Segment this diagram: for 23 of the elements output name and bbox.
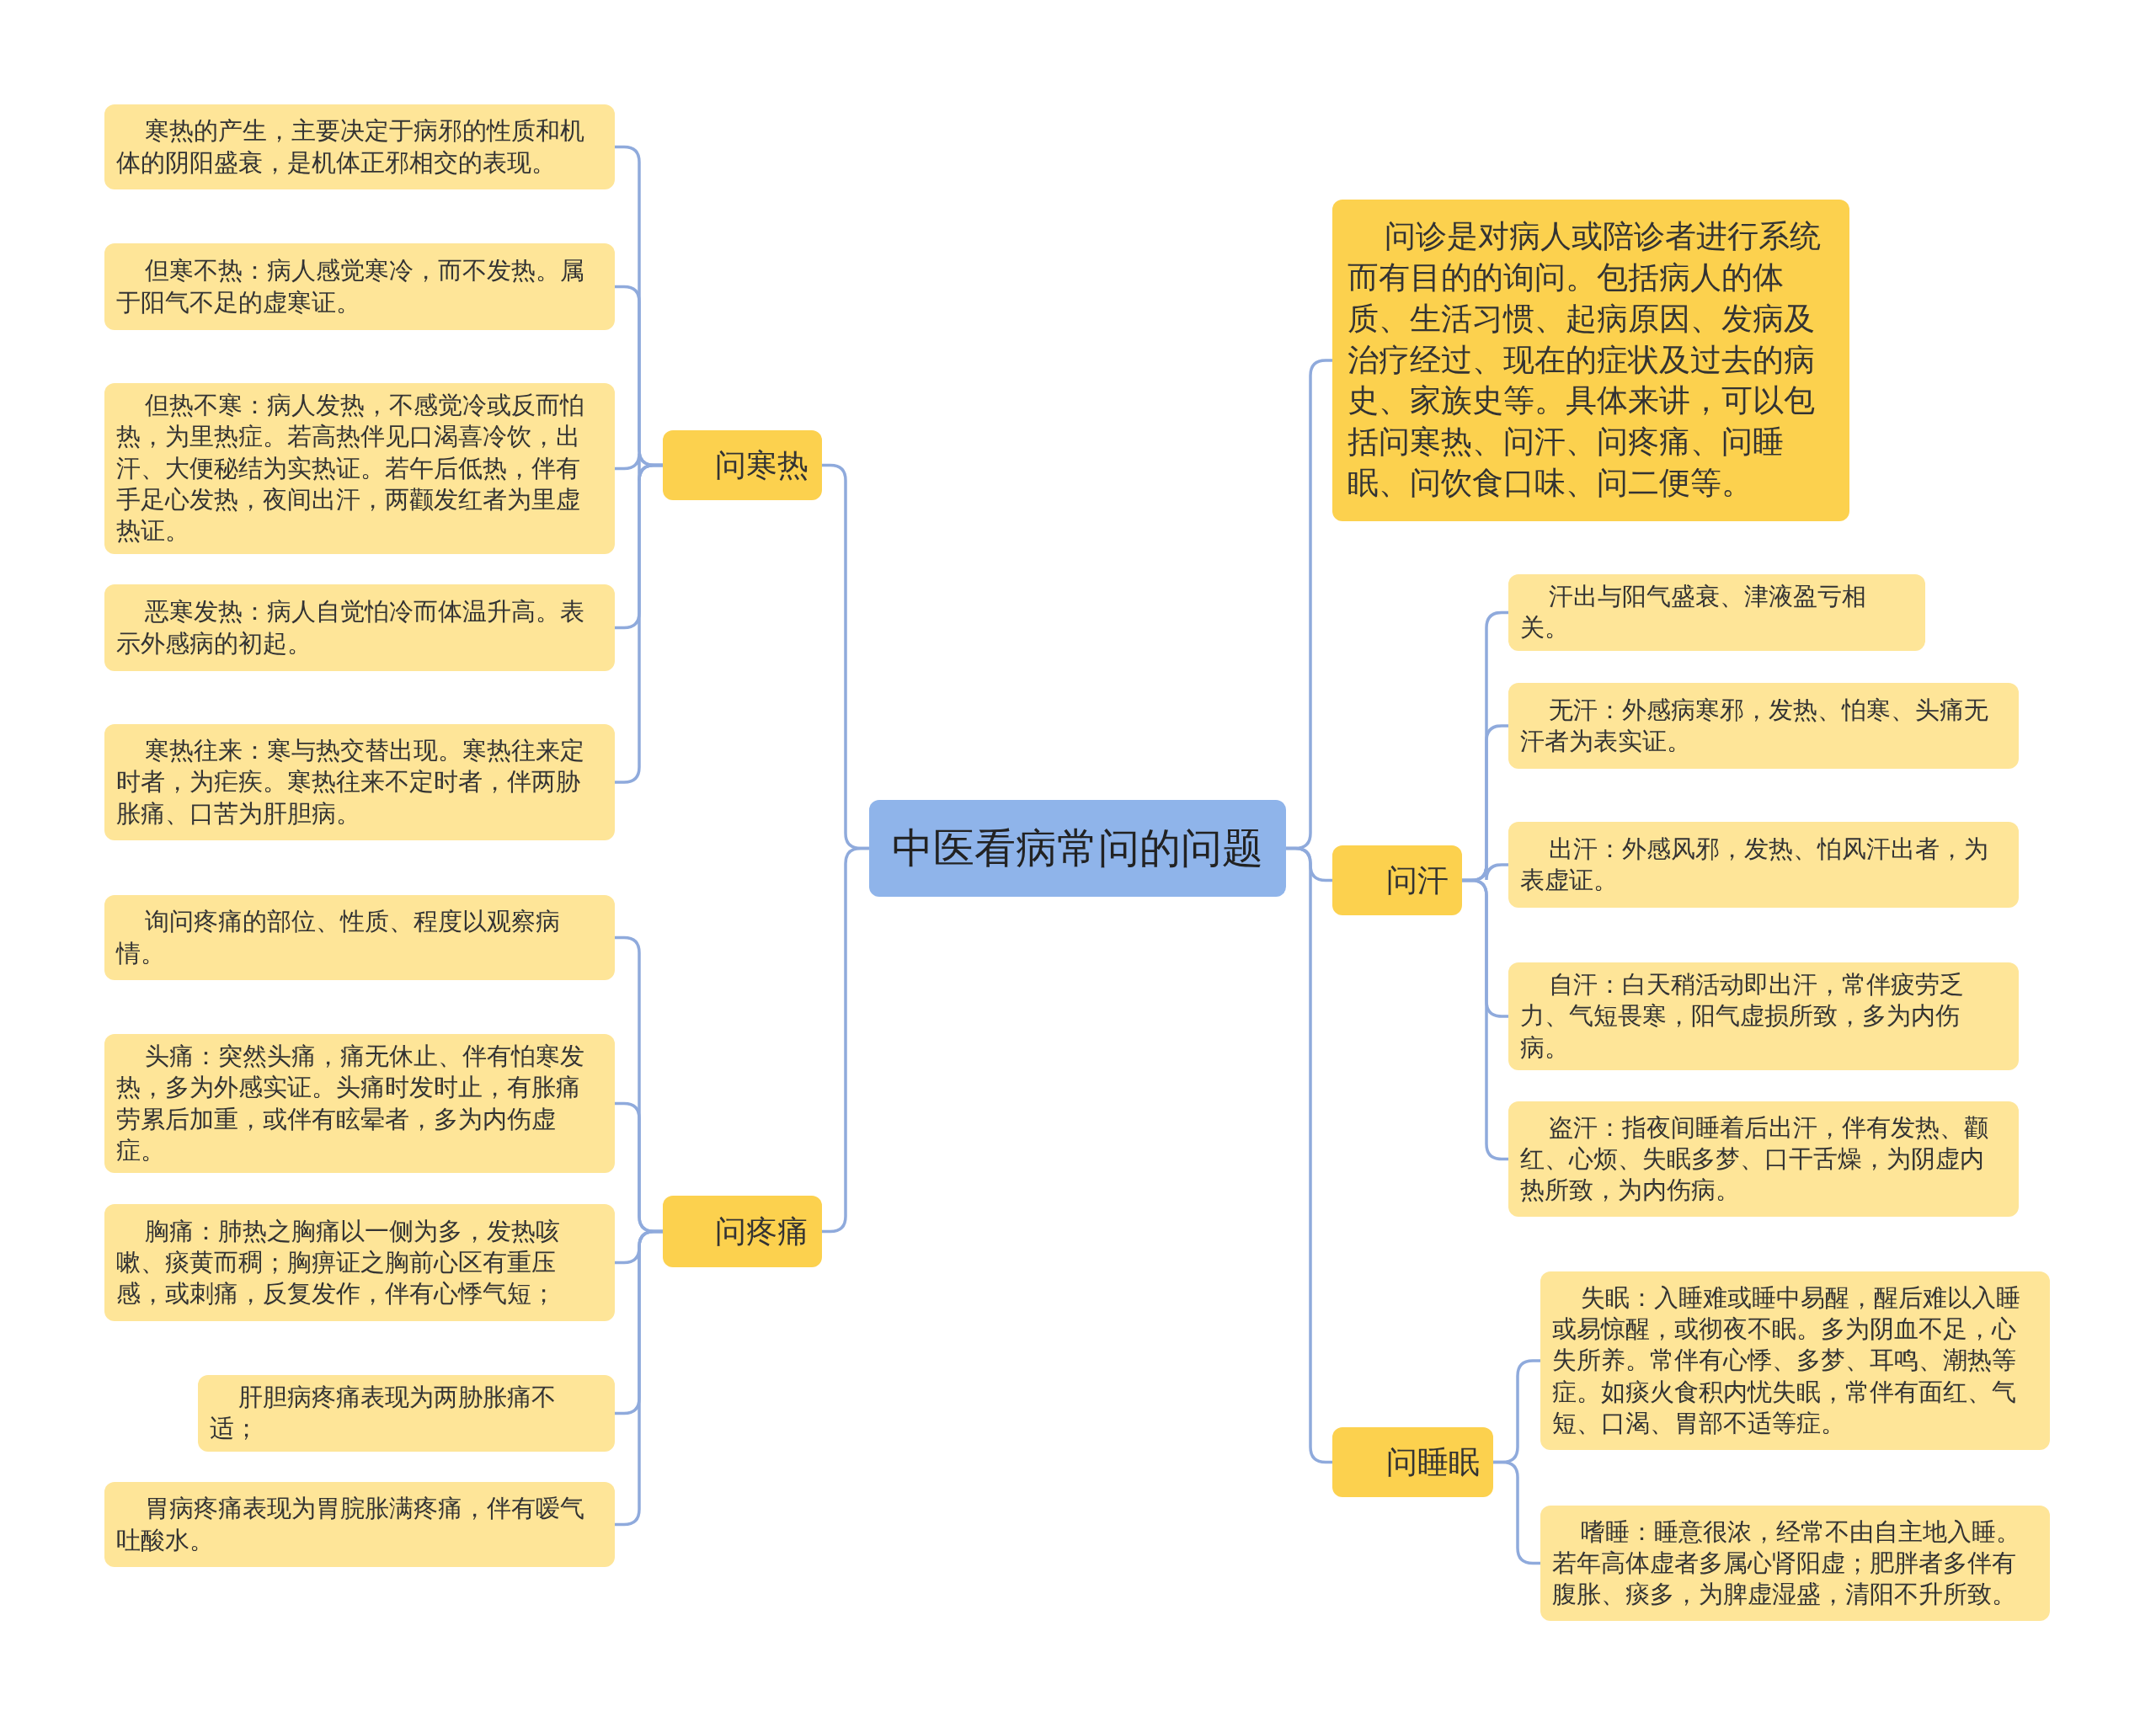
detail-box: 嗜睡：睡意很浓，经常不由自主地入睡。若年高体虚者多属心肾阳虚；肥胖者多伴有腹胀、痰多，为脾虚湿盛，清阳不升所致。 [1540, 1506, 2050, 1621]
detail-box: 寒热的产生，主要决定于病邪的性质和机体的阴阳盛衰，是机体正邪相交的表现。 [104, 104, 615, 189]
detail-box: 但寒不热：病人感觉寒冷，而不发热。属于阳气不足的虚寒证。 [104, 243, 615, 330]
detail-box: 恶寒发热：病人自觉怕冷而体温升高。表示外感病的初起。 [104, 584, 615, 671]
detail-box: 盗汗：指夜间睡着后出汗，伴有发热、颧红、心烦、失眠多梦、口干舌燥，为阴虚内热所致，为内伤病。 [1508, 1101, 2019, 1217]
detail-box: 但热不寒：病人发热，不感觉冷或反而怕热，为里热症。若高热伴见口渴喜冷饮，出汗、大便秘结为实热证。若午后低热，伴有手足心发热，夜间出汗，两颧发红者为里虚热证。 [104, 383, 615, 554]
detail-box: 胃病疼痛表现为胃脘胀满疼痛，伴有嗳气吐酸水。 [104, 1482, 615, 1567]
detail-box: 肝胆病疼痛表现为两胁胀痛不适； [198, 1375, 615, 1452]
detail-box: 寒热往来：寒与热交替出现。寒热往来定时者，为疟疾。寒热往来不定时者，伴两胁胀痛、口苦为肝胆病。 [104, 724, 615, 840]
detail-box: 胸痛：肺热之胸痛以一侧为多，发热咳嗽、痰黄而稠；胸痹证之胸前心区有重压感，或刺痛，反复发作，伴有心悸气短； [104, 1204, 615, 1321]
detail-box: 失眠：入睡难或睡中易醒，醒后难以入睡或易惊醒，或彻夜不眠。多为阴血不足，心失所养。常伴有心悸、多梦、耳鸣、潮热等症。如痰火食积内忧失眠，常伴有面红、气短、口渴、胃部不适等症。 [1540, 1271, 2050, 1450]
detail-box: 头痛：突然头痛，痛无休止、伴有怕寒发热，多为外感实证。头痛时发时止，有胀痛劳累后加重，或伴有眩晕者，多为内伤虚症。 [104, 1034, 615, 1174]
detail-box: 出汗：外感风邪，发热、怕风汗出者，为表虚证。 [1508, 822, 2019, 908]
detail-box: 询问疼痛的部位、性质、程度以观察病情。 [104, 895, 615, 980]
topic-box: 问睡眠 [1332, 1427, 1493, 1497]
note-box: 问诊是对病人或陪诊者进行系统而有目的的询问。包括病人的体质、生活习惯、起病原因、发病及治疗经过、现在的症状及过去的病史、家族史等。具体来讲，可以包括问寒热、问汗、问疼痛、问睡眠、问饮食口味、问二便等。 [1332, 200, 1849, 521]
topic-box: 问寒热 [663, 430, 822, 500]
topic-box: 问汗 [1332, 845, 1462, 915]
detail-box: 无汗：外感病寒邪，发热、怕寒、头痛无汗者为表实证。 [1508, 683, 2019, 769]
central-topic-box: 中医看病常问的问题 [869, 800, 1286, 897]
detail-box: 汗出与阳气盛衰、津液盈亏相关。 [1508, 574, 1925, 651]
detail-box: 自汗：白天稍活动即出汗，常伴疲劳乏力、气短畏寒，阳气虚损所致，多为内伤病。 [1508, 962, 2019, 1070]
topic-box: 问疼痛 [663, 1196, 822, 1267]
